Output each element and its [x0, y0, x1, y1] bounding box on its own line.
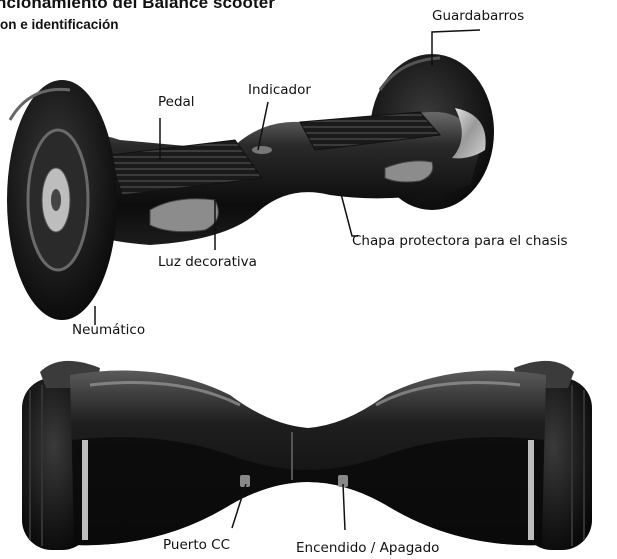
label-chapa-protectora: Chapa protectora para el chasis [352, 233, 568, 249]
label-puerto-cc: Puerto CC [163, 537, 230, 553]
label-pedal: Pedal [158, 94, 195, 110]
scooter-back-view [22, 361, 592, 550]
label-indicador: Indicador [248, 82, 311, 98]
indicador-light [252, 146, 272, 154]
label-neumatico: Neumático [72, 322, 145, 338]
label-encendido-apagado: Encendido / Apagado [296, 540, 439, 556]
label-luz-decorativa: Luz decorativa [158, 254, 257, 270]
label-guardabarros: Guardabarros [432, 8, 524, 24]
